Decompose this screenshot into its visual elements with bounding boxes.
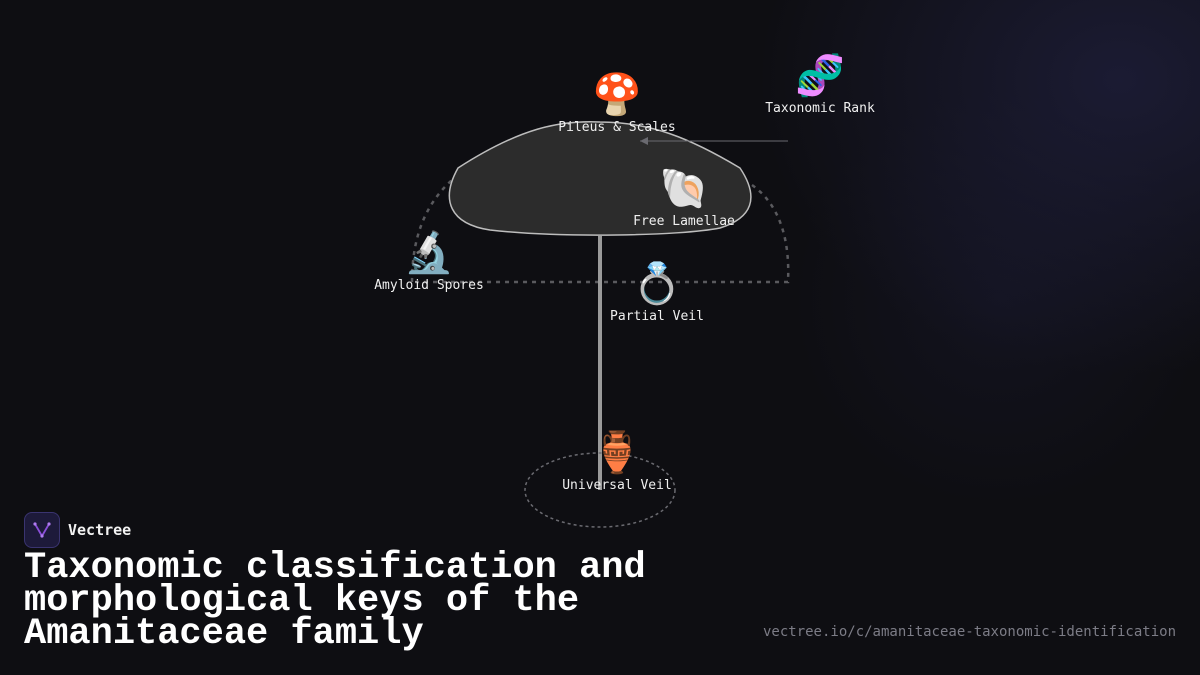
node-label: Amyloid Spores (374, 278, 484, 293)
page-url[interactable]: vectree.io/c/amanitaceae-taxonomic-ident… (762, 624, 1176, 640)
node-amyloid-spores[interactable]: 🔬 Amyloid Spores (374, 230, 484, 293)
microscope-icon: 🔬 (404, 230, 454, 276)
connector-arrowhead (640, 137, 648, 145)
brand[interactable]: Vectree (24, 512, 131, 548)
outer-dashed-arc (410, 179, 790, 284)
brand-name: Vectree (68, 521, 132, 539)
node-taxonomic-rank[interactable]: 🧬 Taxonomic Rank (765, 53, 875, 116)
page-title: Taxonomic classification and morphologic… (24, 547, 646, 655)
vectree-logo-icon (24, 512, 60, 548)
node-label: Pileus & Scales (558, 120, 676, 135)
vase-icon: 🏺 (592, 430, 642, 476)
shell-icon: 🐚 (659, 166, 709, 212)
mushroom-icon: 🍄 (592, 72, 642, 118)
node-partial-veil[interactable]: 💍 Partial Veil (610, 261, 704, 324)
mushroom-cap (448, 120, 752, 236)
node-label: Taxonomic Rank (765, 101, 875, 116)
node-free-lamellae[interactable]: 🐚 Free Lamellae (633, 166, 735, 229)
node-label: Universal Veil (562, 478, 672, 493)
node-universal-veil[interactable]: 🏺 Universal Veil (562, 430, 672, 493)
dna-icon: 🧬 (795, 53, 845, 99)
volva-dashed-ring (524, 452, 676, 528)
node-label: Partial Veil (610, 309, 704, 324)
node-label: Free Lamellae (633, 214, 735, 229)
ring-icon: 💍 (632, 261, 682, 307)
node-pileus-scales[interactable]: 🍄 Pileus & Scales (558, 72, 675, 135)
